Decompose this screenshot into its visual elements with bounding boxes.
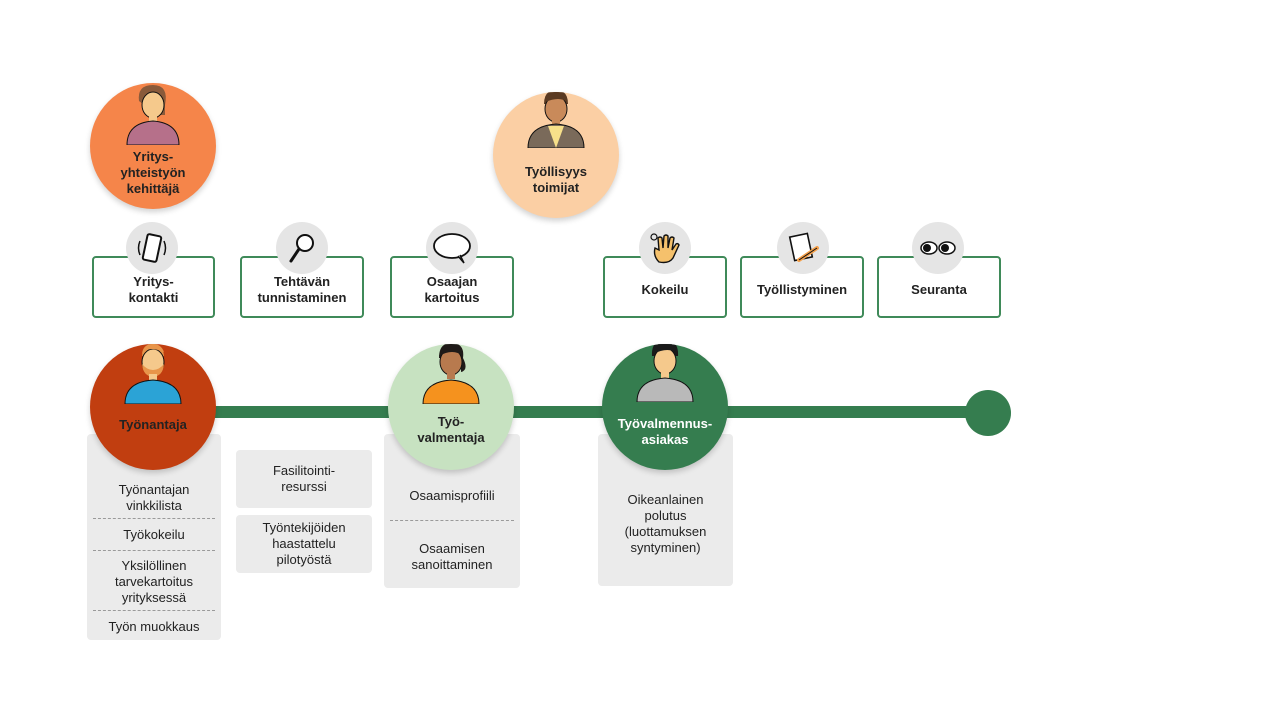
- role-label: Työnantaja: [119, 417, 187, 432]
- role-tyonantaja: Työnantaja: [90, 344, 216, 470]
- role-yritysyhteistyon-kehittaja: Yritys- yhteistyön kehittäjä: [90, 83, 216, 209]
- speech-bubble-icon: [426, 222, 478, 274]
- step-label: Kokeilu: [641, 282, 689, 297]
- divider: [93, 518, 215, 519]
- panel-item: Oikeanlainen polutus (luottamuksen synty…: [624, 492, 707, 555]
- panel-haastattelu: Työntekijöiden haastattelu pilotyöstä: [236, 515, 372, 573]
- person-avatar: [126, 85, 180, 145]
- panel-item: Työn muokkaus: [108, 619, 200, 634]
- divider: [93, 550, 215, 551]
- divider: [93, 610, 215, 611]
- step-label: Seuranta: [911, 282, 967, 297]
- panel-item: Työnantajan vinkkilista: [118, 482, 190, 513]
- step-label: Tehtävän tunnistaminen: [257, 274, 347, 305]
- person-avatar: [636, 344, 694, 402]
- phone-icon: [126, 222, 178, 274]
- step-label: Työllistyminen: [756, 282, 848, 297]
- role-label: Työ- valmentaja: [417, 414, 485, 445]
- timeline-end-dot: [965, 390, 1011, 436]
- panel-item: Fasilitointi- resurssi: [272, 463, 336, 494]
- panel-item: Yksilöllinen tarvekartoitus yrityksessä: [114, 558, 194, 605]
- step-label: Osaajan kartoitus: [424, 274, 480, 305]
- person-avatar: [124, 344, 182, 404]
- step-label: Yritys- kontakti: [128, 274, 179, 305]
- magnifier-icon: [276, 222, 328, 274]
- contract-pen-icon: [777, 222, 829, 274]
- panel-fasilitointi: Fasilitointi- resurssi: [236, 450, 372, 508]
- divider: [390, 520, 514, 521]
- role-tyovalmennusasiakas: Työvalmennus- asiakas: [602, 344, 728, 470]
- person-avatar: [527, 92, 585, 148]
- person-avatar: [422, 344, 480, 404]
- panel-item: Työkokeilu: [123, 527, 185, 542]
- panel-item: Työntekijöiden haastattelu pilotyöstä: [262, 520, 346, 567]
- role-label: Työvalmennus- asiakas: [617, 416, 713, 447]
- timeline-line: [150, 406, 990, 418]
- role-label: Työllisyys toimijat: [525, 164, 587, 195]
- panel-valmentaja: Osaamisprofiili Osaamisen sanoittaminen: [384, 434, 520, 588]
- panel-item: Osaamisprofiili: [409, 488, 495, 503]
- role-tyovalmentaja: Työ- valmentaja: [388, 344, 514, 470]
- role-tyollisyys-toimijat: Työllisyys toimijat: [493, 92, 619, 218]
- waving-hand-icon: [639, 222, 691, 274]
- panel-item: Osaamisen sanoittaminen: [411, 541, 493, 572]
- eyes-icon: [912, 222, 964, 274]
- step-tehtavan-tunnistaminen: Tehtävän tunnistaminen: [240, 256, 364, 318]
- role-label: Yritys- yhteistyön kehittäjä: [120, 149, 186, 196]
